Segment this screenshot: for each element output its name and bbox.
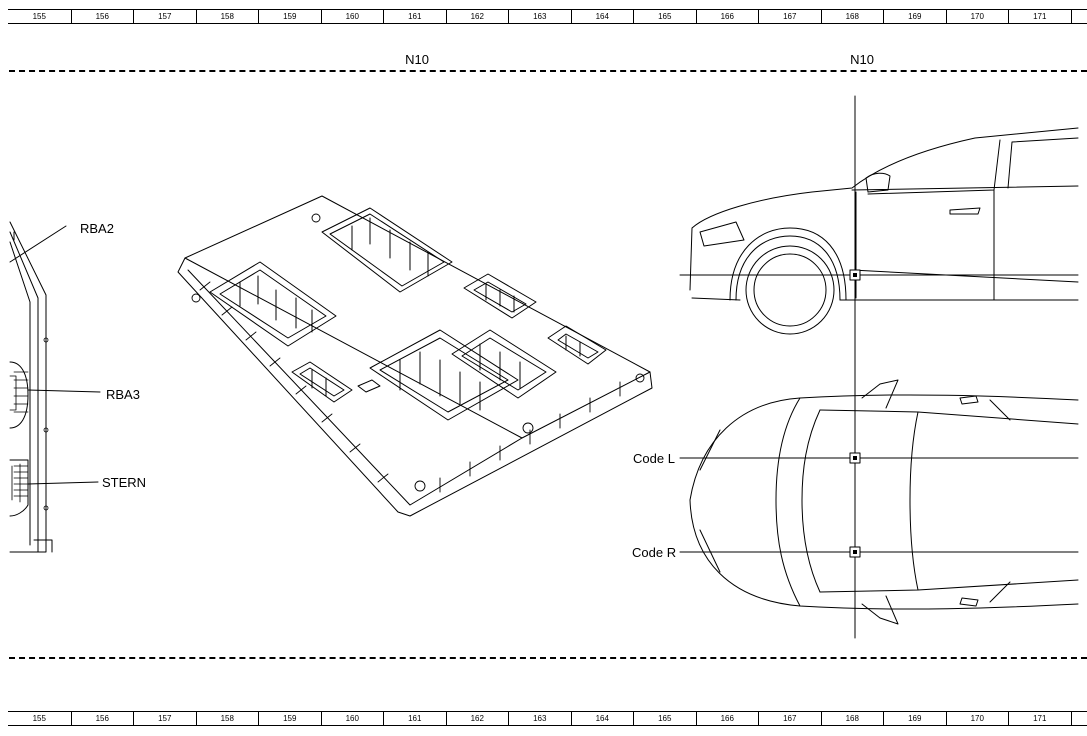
rba2-label: RBA2 — [80, 221, 114, 236]
connector-panel-drawing — [9, 221, 53, 553]
top-separator — [9, 70, 1087, 72]
ruler-tick-label: 167 — [758, 10, 821, 23]
ruler-tick-label: 160 — [320, 10, 384, 23]
ruler-tick-label: 159 — [258, 712, 321, 725]
position-marker-code-l — [849, 452, 861, 464]
ruler-tick-label: 159 — [258, 10, 321, 23]
ruler-tick-label: 166 — [695, 10, 759, 23]
rba3-leader-line — [27, 389, 101, 393]
code-l-label: Code L — [633, 451, 675, 466]
section-title-right: N10 — [850, 52, 874, 67]
ruler-tick-label: 171 — [1008, 10, 1071, 23]
ruler-tick-label: 171 — [1008, 712, 1071, 725]
ruler-tick-label: 165 — [633, 10, 696, 23]
position-marker-side — [849, 269, 861, 281]
rba2-leader-line — [9, 225, 67, 263]
ruler-tick-label: 155 — [32, 12, 46, 21]
car-top-view-drawing — [689, 379, 1079, 625]
stern-label: STERN — [102, 475, 146, 490]
ruler-tick-label: 160 — [320, 712, 384, 725]
ruler-tick-label: 167 — [758, 712, 821, 725]
ruler-tick-label: 163 — [508, 10, 571, 23]
ruler-tick-label: 158 — [195, 712, 259, 725]
ruler-tick-label: 163 — [508, 712, 571, 725]
code-r-label: Code R — [632, 545, 676, 560]
ruler-tick-label: 162 — [445, 10, 509, 23]
ruler-tick-label: 165 — [633, 712, 696, 725]
ruler-tick-label: 158 — [195, 10, 259, 23]
rba3-label: RBA3 — [106, 387, 140, 402]
ruler-tick-label: 161 — [383, 10, 446, 23]
ruler-tick-label: 168 — [820, 712, 884, 725]
stern-leader-line — [27, 481, 99, 485]
ruler-tick-label: 156 — [70, 712, 134, 725]
ruler-tick-label: 170 — [945, 712, 1009, 725]
bottom-separator — [9, 657, 1087, 659]
section-title-left: N10 — [405, 52, 429, 67]
ruler-tick-label: 169 — [883, 712, 946, 725]
ruler-tick-label: 162 — [445, 712, 509, 725]
ruler-tick-label: 155 — [32, 714, 46, 723]
ruler-tick-label: 168 — [820, 10, 884, 23]
ruler-tick-label: 170 — [945, 10, 1009, 23]
ruler-tick-label — [1070, 10, 1087, 23]
ruler-tick-label: 166 — [695, 712, 759, 725]
ruler-tick-label: 164 — [570, 10, 634, 23]
car-side-view-drawing — [689, 127, 1079, 335]
ruler-tick-label — [1070, 712, 1087, 725]
control-module-drawing — [177, 195, 653, 517]
ruler-tick-label: 157 — [133, 712, 196, 725]
ruler-tick-label: 161 — [383, 712, 446, 725]
ruler-tick-label: 164 — [570, 712, 634, 725]
ruler-tick-label: 157 — [133, 10, 196, 23]
position-marker-code-r — [849, 546, 861, 558]
ruler-tick-label: 156 — [70, 10, 134, 23]
ruler-tick-label: 169 — [883, 10, 946, 23]
